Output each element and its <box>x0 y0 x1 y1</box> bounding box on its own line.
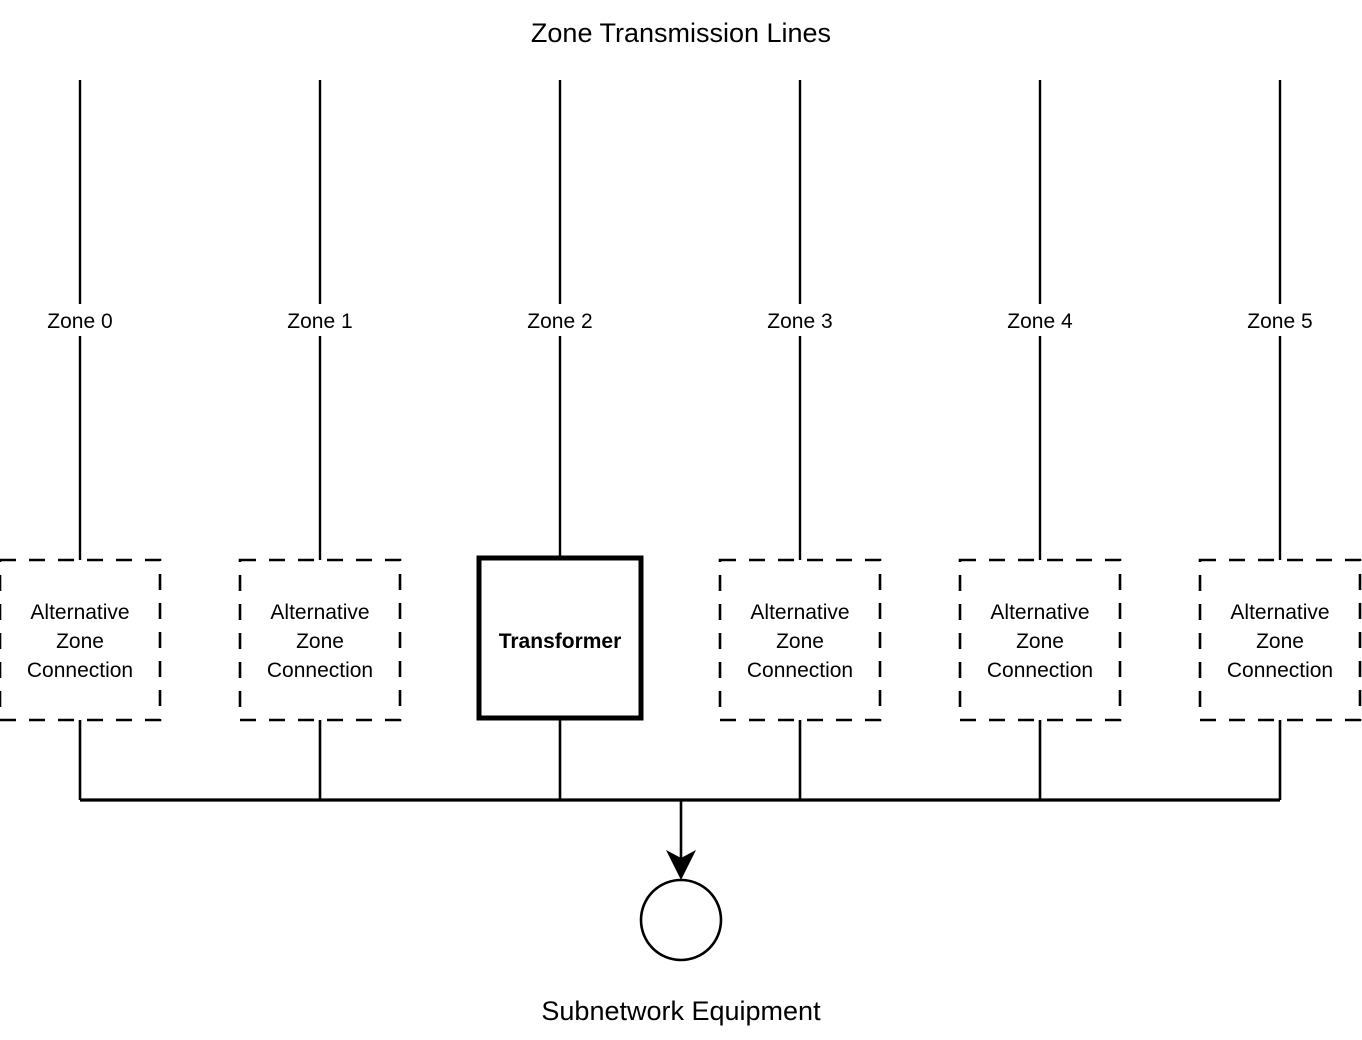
box-label-line-3-2: Connection <box>747 659 853 682</box>
box-label-line-3-1: Zone <box>776 630 824 653</box>
zone-group-1[interactable]: Zone 1 Alternative Zone Connection <box>238 80 402 800</box>
zone-label-backdrop-1 <box>274 304 366 336</box>
box-label-line-1-2: Connection <box>267 659 373 682</box>
box-label-line-5-2: Connection <box>1227 659 1333 682</box>
box-label-line-4-2: Connection <box>987 659 1093 682</box>
alternative-zone-connection-box-4[interactable] <box>958 558 1122 722</box>
transformer-box[interactable] <box>476 555 644 721</box>
box-label-line-4-1: Zone <box>1016 630 1064 653</box>
zone-group-4[interactable]: Zone 4 Alternative Zone Connection <box>958 80 1122 800</box>
zone-label-2: Zone 2 <box>527 310 592 333</box>
zone-label-backdrop-0 <box>34 304 126 336</box>
zone-label-0: Zone 0 <box>47 310 112 333</box>
transformer-label: Transformer <box>499 630 622 653</box>
zone-label-4: Zone 4 <box>1007 310 1073 333</box>
alternative-zone-connection-box-5[interactable] <box>1198 558 1362 722</box>
box-label-line-1-1: Zone <box>296 630 344 653</box>
zone-label-backdrop-2 <box>514 304 606 336</box>
subnetwork-equipment-node[interactable] <box>639 878 723 962</box>
zone-group-2[interactable]: Zone 2 Transformer <box>476 80 644 800</box>
diagram-caption: Subnetwork Equipment <box>541 996 821 1026</box>
equipment-feed-arrow <box>666 800 696 880</box>
box-label-line-5-1: Zone <box>1256 630 1304 653</box>
alternative-zone-connection-box-0[interactable] <box>0 558 162 722</box>
arrow-head-icon <box>666 850 696 880</box>
zone-label-3: Zone 3 <box>767 310 832 333</box>
zone-group-5[interactable]: Zone 5 Alternative Zone Connection <box>1198 80 1362 800</box>
zone-label-backdrop-3 <box>754 304 846 336</box>
zone-group-0[interactable]: Zone 0 Alternative Zone Connection <box>0 80 162 800</box>
zone-label-backdrop-5 <box>1234 304 1326 336</box>
zone-label-1: Zone 1 <box>287 310 352 333</box>
alternative-zone-connection-box-3[interactable] <box>718 558 882 722</box>
box-label-line-1-0: Alternative <box>270 601 369 624</box>
box-label-line-3-0: Alternative <box>750 601 849 624</box>
box-label-line-0-1: Zone <box>56 630 104 653</box>
zone-label-backdrop-4 <box>994 304 1086 336</box>
zone-group-3[interactable]: Zone 3 Alternative Zone Connection <box>718 80 882 800</box>
box-label-line-4-0: Alternative <box>990 601 1089 624</box>
alternative-zone-connection-box-1[interactable] <box>238 558 402 722</box>
box-label-line-0-2: Connection <box>27 659 133 682</box>
diagram-title: Zone Transmission Lines <box>531 18 831 48</box>
zone-label-5: Zone 5 <box>1247 310 1312 333</box>
box-label-line-5-0: Alternative <box>1230 601 1329 624</box>
box-label-line-0-0: Alternative <box>30 601 129 624</box>
